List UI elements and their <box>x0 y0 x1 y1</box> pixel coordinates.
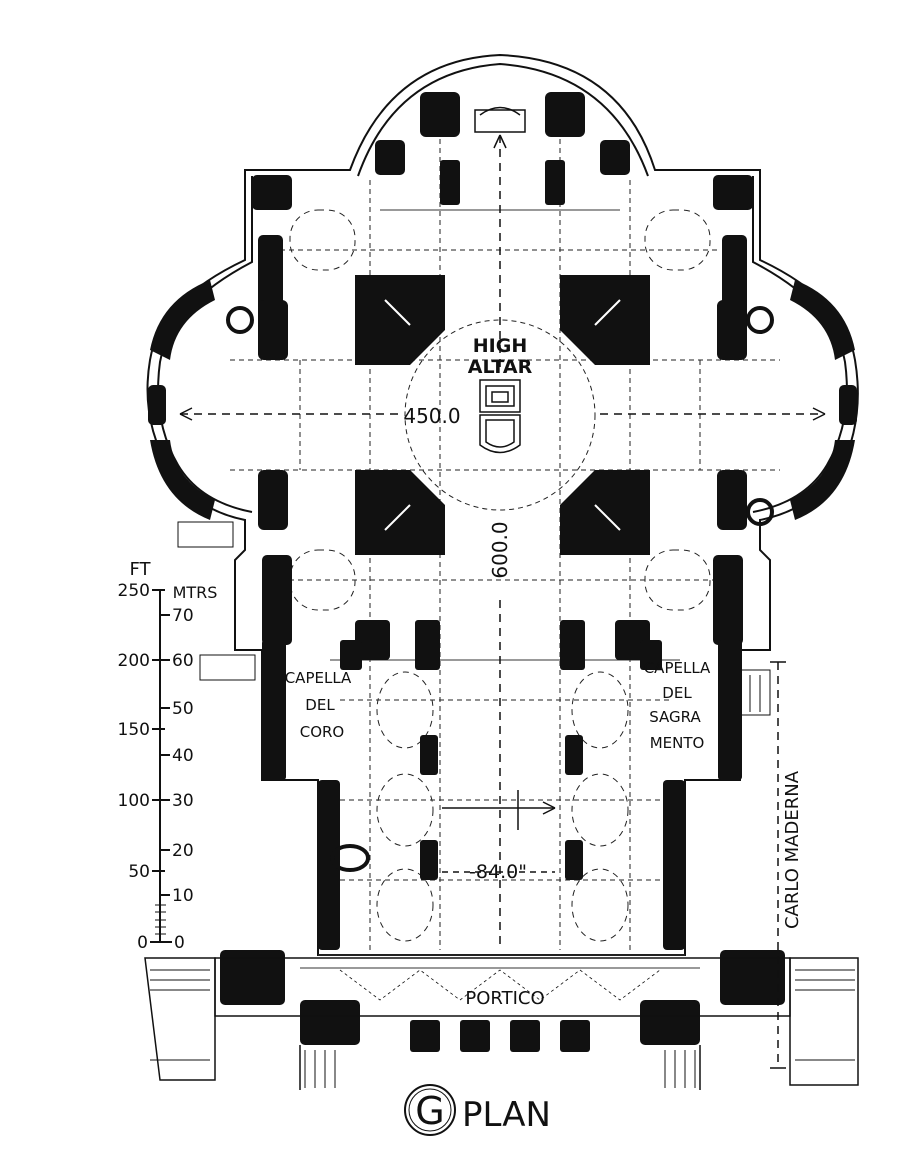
dimension-lines <box>179 134 826 1069</box>
vault-grid <box>230 130 780 950</box>
meter-tick-50: 50 <box>172 699 194 719</box>
capella-sagramento-label: CAPELLA DEL SAGRA MENTO <box>644 659 711 752</box>
meter-tick-30: 30 <box>172 791 194 811</box>
meter-tick-70: 70 <box>172 606 194 626</box>
high-altar <box>474 106 526 454</box>
feet-tick-100: 100 <box>118 791 150 811</box>
capella-sagramento-line-3: SAGRA <box>649 708 701 726</box>
title-label: PLAN <box>462 1095 551 1135</box>
nave-length-label: 600.0 <box>488 521 512 578</box>
feet-tick-50: 50 <box>128 862 150 882</box>
feet-tick-150: 150 <box>118 720 150 740</box>
capella-coro-line-3: CORO <box>300 723 345 741</box>
high-altar-label-2: ALTAR <box>468 356 533 378</box>
transept-width-label: 450.0 <box>403 404 460 428</box>
meter-tick-20: 20 <box>172 841 194 861</box>
meter-tick-10: 10 <box>172 886 194 906</box>
meter-tick-40: 40 <box>172 746 194 766</box>
portico-outline <box>144 957 859 1090</box>
nave-width-label: -84.0" <box>469 861 527 883</box>
title-circle <box>404 1084 456 1136</box>
portico-label: PORTICO <box>465 988 544 1009</box>
feet-tick-250: 250 <box>118 581 150 601</box>
architect-label: CARLO MADERNA <box>782 770 803 929</box>
capella-coro-line-1: CAPELLA <box>285 669 352 687</box>
feet-tick-200: 200 <box>118 651 150 671</box>
meter-tick-0: 0 <box>174 933 185 953</box>
capella-sagramento-line-2: DEL <box>662 684 692 702</box>
vault-ovals <box>289 209 711 942</box>
piers <box>148 92 857 1052</box>
feet-unit-label: FT <box>129 559 151 580</box>
meters-unit-label: MTRS <box>173 583 218 602</box>
title-letter: G <box>415 1089 444 1133</box>
capella-sagramento-line-4: MENTO <box>650 734 705 752</box>
pier-braces <box>384 299 621 531</box>
hatched-wings <box>150 969 855 1088</box>
side-annexes <box>177 306 774 872</box>
title-circle-inner <box>408 1088 452 1132</box>
scale-bar <box>150 589 172 943</box>
high-altar-label-1: HIGH <box>473 335 527 357</box>
meter-tick-60: 60 <box>172 651 194 671</box>
capella-coro-line-2: DEL <box>305 696 335 714</box>
capella-sagramento-line-1: CAPELLA <box>644 659 711 677</box>
capella-coro-label: CAPELLA DEL CORO <box>285 669 352 741</box>
feet-tick-0: 0 <box>137 933 148 953</box>
